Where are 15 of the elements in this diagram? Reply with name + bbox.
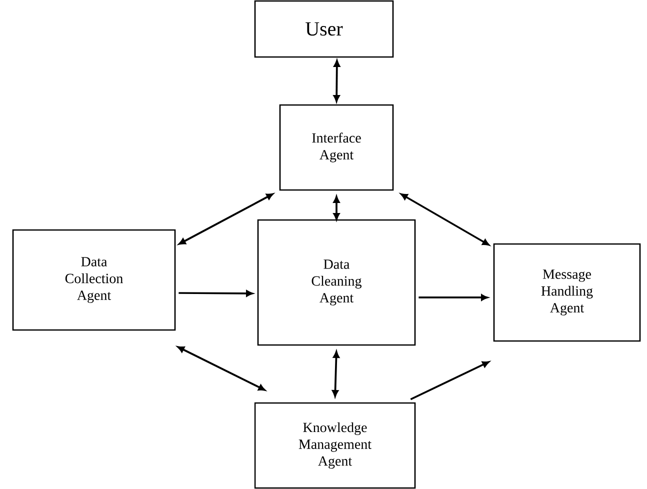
arrow (333, 60, 340, 102)
arrow (410, 361, 490, 400)
arrow (177, 346, 266, 391)
arrow (178, 193, 274, 245)
arrow (178, 290, 253, 297)
arrow (400, 193, 490, 246)
user-box: User (254, 0, 394, 58)
agent-box: Data Cleaning Agent (257, 219, 416, 346)
arrow (418, 294, 488, 301)
agent-box: Data Collection Agent (12, 229, 176, 331)
agent-box: Message Handling Agent (493, 243, 641, 342)
agent-box: Interface Agent (279, 104, 394, 191)
arrow (332, 351, 340, 397)
arrow (333, 196, 340, 220)
agent-box: Knowledge Management Agent (254, 402, 416, 489)
